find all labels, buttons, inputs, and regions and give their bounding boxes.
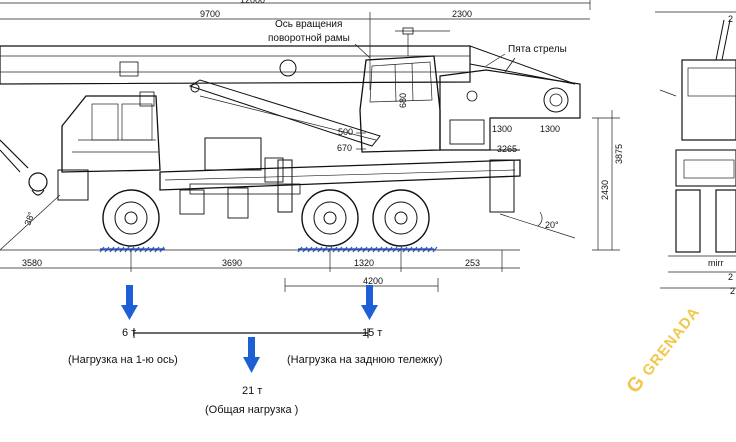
dim-boom-offset: 9700 — [200, 9, 220, 19]
dim-height-total: 3875 — [614, 144, 624, 164]
dim-counterweight-offset: 1300 — [492, 124, 512, 134]
dim-cabin-height: 680 — [398, 93, 408, 108]
front-view: 2 mirr 2 2 — [655, 11, 736, 296]
front-axle-arrow — [121, 285, 138, 320]
crane-cab: 680 500 670 — [337, 27, 441, 153]
bottom-dimensions: 3580 3690 1320 253 4200 — [0, 249, 520, 292]
hook-block: 38° — [0, 139, 61, 251]
rear-bogie-load-value: 15 т — [362, 327, 382, 339]
chassis: 3265 — [159, 137, 521, 219]
total-load-value: 21 т — [242, 385, 262, 397]
rotation-axis-label-1: Ось вращения — [275, 19, 342, 30]
dim-angle-rear: 20° — [545, 220, 559, 230]
grenada-watermark: G GRENADA — [622, 304, 703, 398]
wheels — [102, 189, 430, 247]
total-load-arrow — [243, 337, 260, 373]
ground-hatch-line — [432, 246, 438, 253]
dim-angle-front: 38° — [22, 210, 36, 227]
dim-platform-offset: 670 — [337, 143, 352, 153]
boom-heel-label: Пята стрелы — [508, 44, 567, 55]
dim-front-overhang: 3580 — [22, 258, 42, 268]
rear-bogie-arrow — [361, 285, 378, 320]
watermark-text: GRENADA — [639, 304, 703, 380]
front-axle-load-label: (Нагрузка на 1-ю ось) — [68, 354, 178, 366]
front-view-top-dim: 2 — [728, 14, 733, 24]
front-wheel — [102, 189, 160, 247]
dim-right-top-offset: 1300 — [540, 124, 560, 134]
dim-wheelbase-front: 3690 — [222, 258, 242, 268]
rear-wheel-2 — [372, 189, 430, 247]
rear-bogie-load-label: (Нагрузка на заднюю тележку) — [287, 354, 443, 366]
top-dimensions: 12000 9700 2300 — [0, 0, 591, 90]
dim-rear-top: 2300 — [452, 9, 472, 19]
front-view-mirror-label: mirr — [708, 258, 724, 268]
truck-cab — [57, 91, 161, 201]
front-view-bottom-dim-2: 2 — [730, 286, 735, 296]
height-dimensions: 2430 3875 — [592, 110, 624, 251]
dim-height-platform: 2430 — [600, 180, 610, 200]
rotation-axis-label-2: поворотной рамы — [268, 33, 350, 44]
lift-cylinder — [188, 79, 381, 147]
front-axle-load-value: 6 т — [122, 327, 136, 339]
rotation-axis-callout: Ось вращения поворотной рамы Пята стрелы — [268, 19, 567, 67]
dim-overall-length: 12000 — [240, 0, 265, 5]
dim-bogie-spacing: 1320 — [354, 258, 374, 268]
total-load-label: (Общая нагрузка ) — [205, 404, 298, 416]
dim-rear-extent: 3265 — [497, 144, 517, 154]
load-diagram: 6 т (Нагрузка на 1-ю ось) 15 т (Нагрузка… — [68, 285, 443, 416]
ground-contact — [99, 246, 438, 253]
rear-wheel-1 — [301, 189, 359, 247]
dim-cab-offset: 500 — [338, 127, 353, 137]
dim-rear-overhang: 253 — [465, 258, 480, 268]
rear-angle: 20° — [499, 211, 576, 239]
dim-bogie-base: 4200 — [363, 276, 383, 286]
boom — [0, 45, 576, 85]
front-view-bottom-dim-1: 2 — [728, 272, 733, 282]
